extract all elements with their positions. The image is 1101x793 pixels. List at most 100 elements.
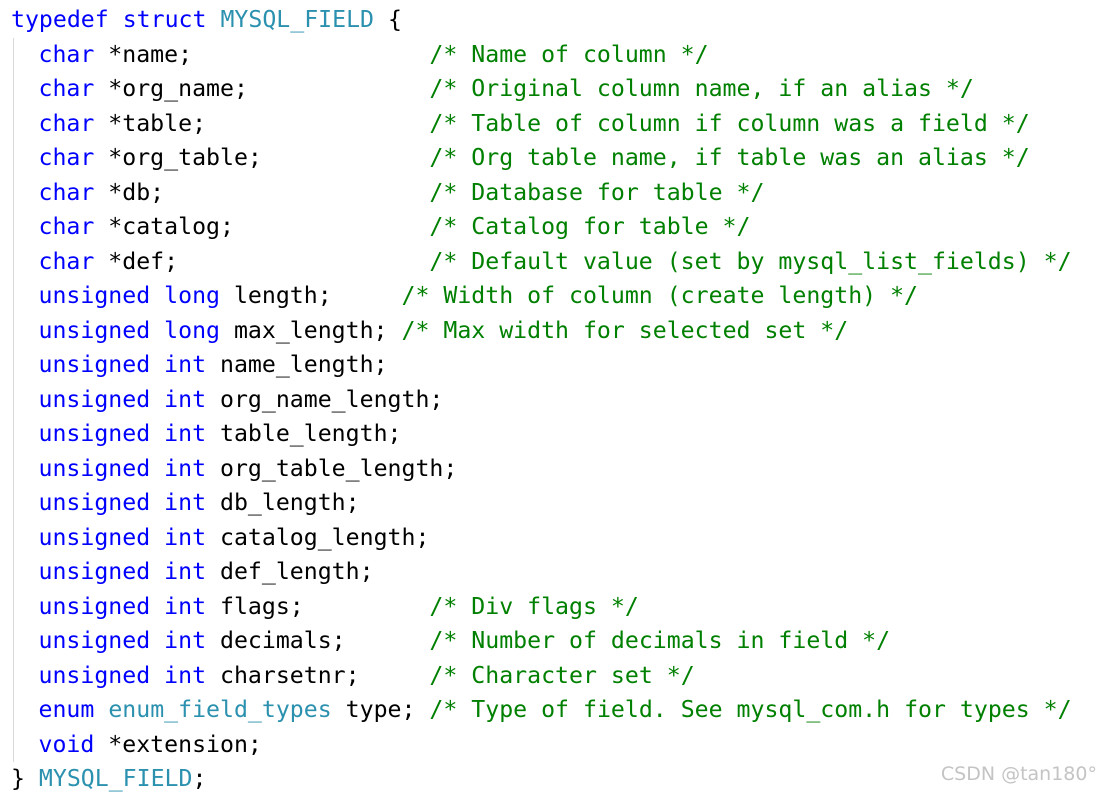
keyword-token: char [38,109,95,137]
text-token [150,420,164,447]
code-line: char *name; /* Name of column */ [11,37,1072,72]
keyword-token: int [164,592,207,620]
indent-guide [11,175,39,210]
keyword-token: char [38,178,95,206]
code-line: typedef struct MYSQL_FIELD { [11,3,1072,38]
indent-guide [11,727,39,762]
keyword-token: unsigned [38,351,151,378]
indent-guide [11,106,39,141]
text-token [94,696,108,723]
code-line: char *db; /* Database for table */ [11,175,1072,210]
keyword-token: enum [38,696,95,723]
comment-token: /* Database for table */ [429,178,765,206]
keyword-token: unsigned [38,558,151,585]
type-token: MYSQL_FIELD [38,765,193,792]
indent-guide [11,141,39,176]
comment-token: /* Div flags */ [429,592,639,620]
watermark: CSDN @tan180° [940,763,1097,785]
indent-guide [11,279,39,314]
code-line: unsigned int def_length; [11,555,1072,590]
comment-token: /* Character set */ [429,661,695,689]
keyword-token: int [164,489,207,516]
code-line: unsigned int table_length; [11,417,1072,452]
keyword-token: long [164,316,220,344]
comment-token: /* Default value (set by mysql_list_fiel… [429,247,1072,275]
keyword-token: unsigned [38,282,151,309]
text-token: def_length; [206,558,374,585]
comment-token: /* Max width for selected set */ [401,316,849,344]
indent-guide [11,382,39,417]
keyword-token: long [164,282,220,309]
text-token: } [11,765,39,792]
text-token [150,558,164,585]
indent-guide [11,417,39,452]
text-token: db_length; [206,489,360,516]
indent-guide [11,693,39,728]
comment-token: /* Org table name, if table was an alias… [429,144,1030,171]
text-token: *extension; [94,730,262,758]
keyword-token: int [164,661,207,689]
code-line: void *extension; [11,727,1072,762]
code-line: unsigned int org_name_length; [11,382,1072,417]
text-token: flags; [206,592,430,620]
text-token [150,455,164,482]
type-token: enum_field_types [108,696,332,723]
keyword-token: int [164,420,207,447]
text-token [109,6,123,33]
keyword-token: unsigned [38,627,151,654]
text-token [150,282,164,309]
comment-token: /* Width of column (create length) */ [401,282,919,309]
text-token [150,351,164,378]
keyword-token: void [38,730,95,758]
keyword-token: int [164,558,207,585]
text-token [150,489,164,516]
code-line: char *def; /* Default value (set by mysq… [11,244,1072,279]
text-token: *catalog; [94,213,430,240]
keyword-token: int [164,627,207,654]
indent-guide [11,244,39,279]
text-token [150,627,164,654]
code-line: unsigned int decimals; /* Number of deci… [11,624,1072,659]
text-token: table_length; [206,420,402,447]
code-line: char *table; /* Table of column if colum… [11,106,1072,141]
comment-token: /* Catalog for table */ [429,213,751,240]
code-line: enum enum_field_types type; /* Type of f… [11,693,1072,728]
code-line: char *org_name; /* Original column name,… [11,72,1072,107]
code-line: unsigned int charsetnr; /* Character set… [11,658,1072,693]
keyword-token: char [38,213,95,240]
keyword-token: int [164,523,207,551]
indent-guide [11,313,39,348]
indent-guide [11,451,39,486]
text-token: length; [220,282,402,309]
indent-guide [11,589,39,624]
keyword-token: int [164,385,207,413]
keyword-token: char [38,75,95,102]
text-token: catalog_length; [206,523,430,551]
comment-token: /* Type of field. See mysql_com.h for ty… [429,696,1072,723]
indent-guide [11,520,39,555]
indent-guide [11,210,39,245]
text-token: *org_table; [94,144,430,171]
indent-guide [11,555,39,590]
type-token: MYSQL_FIELD [220,6,374,33]
code-line: unsigned long max_length; /* Max width f… [11,313,1072,348]
text-token: max_length; [220,316,402,344]
keyword-token: unsigned [38,316,151,344]
text-token: ; [192,765,207,792]
text-token: decimals; [206,627,430,654]
keyword-token: unsigned [38,454,151,482]
text-token: { [374,6,402,33]
comment-token: /* Name of column */ [429,40,709,68]
text-token: *org_name; [94,75,430,102]
text-token [150,662,164,689]
indent-guide [11,658,39,693]
text-token: *db; [94,178,430,206]
keyword-token: unsigned [38,489,151,516]
code-line: unsigned int org_table_length; [11,451,1072,486]
text-token [150,524,164,551]
text-token [150,317,164,344]
keyword-token: int [164,454,207,482]
text-token: org_table_length; [206,454,458,482]
keyword-token: unsigned [38,420,151,447]
